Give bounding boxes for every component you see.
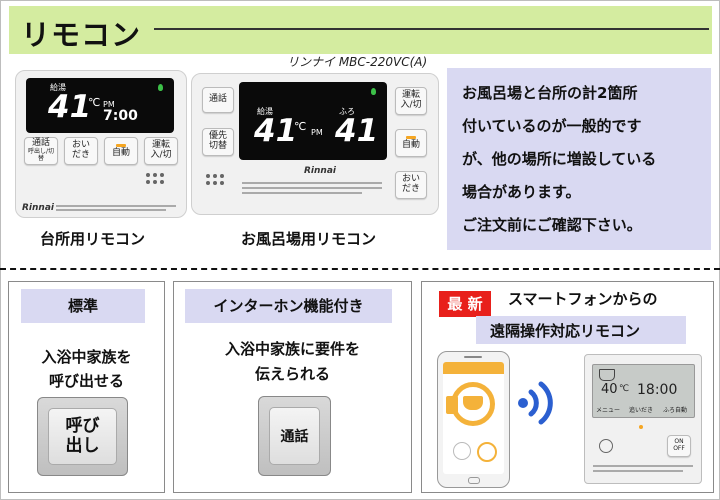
yobidashi-label-2: 出し xyxy=(65,435,100,456)
bath-oidaki-button[interactable]: おい だき xyxy=(395,171,427,199)
header-banner: リモコン xyxy=(9,6,712,54)
smart-title-2: 遠隔操作対応リモコン xyxy=(490,322,641,340)
tsuwa-label: 通話 xyxy=(280,429,309,445)
kitchen-remote-screen: 給湯 41 ℃ PM 7:00 xyxy=(26,78,174,133)
standard-chip: 標準 xyxy=(21,289,145,323)
bath-icon xyxy=(463,396,483,410)
kitchen-brand-logo: Rinnai xyxy=(22,203,54,213)
header-rule xyxy=(154,28,709,30)
kitchen-clock: 7:00 xyxy=(103,108,138,124)
fine-print xyxy=(242,187,382,189)
wr-unit: ℃ xyxy=(619,384,630,394)
speaker-icon xyxy=(599,439,613,453)
kyuto-label: 給湯 xyxy=(50,83,66,92)
bath-yusen-button[interactable]: 優先 切替 xyxy=(202,128,234,156)
fine-print xyxy=(56,205,176,207)
standard-text-1: 入浴中家族を xyxy=(41,348,132,366)
wifi-icon xyxy=(518,381,553,425)
kitchen-temp: 41 xyxy=(48,89,92,125)
app-tab-left xyxy=(446,396,458,414)
intercom-text-2: 伝えられる xyxy=(254,365,330,383)
bath-brand-logo: Rinnai xyxy=(304,166,336,176)
wifi-remote-image: 40 ℃ 18:00 メニュー 追いだき ふろ自動 ON OFF xyxy=(584,354,702,484)
kitchen-oidaki-button[interactable]: おい だき xyxy=(64,137,98,165)
wr-time: 18:00 xyxy=(637,382,678,398)
smart-title-bg xyxy=(476,316,686,344)
intercom-card: インターホン機能付き 入浴中家族に要件を 伝えられる 通話 xyxy=(173,281,412,493)
yobidashi-button-photo[interactable]: 呼び 出し xyxy=(37,397,128,476)
intercom-text-1: 入浴中家族に要件を xyxy=(224,340,360,358)
app-header xyxy=(443,362,504,374)
bath-icon xyxy=(599,369,615,381)
bath-kyuto-label: 給湯 xyxy=(257,107,273,116)
power-led xyxy=(639,425,643,429)
smart-title-1: スマートフォンからの xyxy=(508,290,658,308)
wifi-remote-screen: 40 ℃ 18:00 メニュー 追いだき ふろ自動 xyxy=(592,364,695,418)
page-title: リモコン xyxy=(21,18,142,52)
model-number: リンナイ MBC-220VC(A) xyxy=(287,55,428,69)
bath-furo-label: ふろ xyxy=(339,107,355,116)
yobidashi-label-1: 呼び xyxy=(65,415,100,436)
wr-menu-1: メニュー xyxy=(596,407,621,414)
phone-screen xyxy=(443,362,504,474)
tsuwa-button-photo[interactable]: 通話 xyxy=(258,396,331,476)
kitchen-temp-unit: ℃ xyxy=(88,96,101,109)
bath-remote-caption: お風呂場用リモコン xyxy=(241,230,377,248)
wr-onoff-button[interactable]: ON OFF xyxy=(667,435,691,457)
app-button xyxy=(477,442,497,462)
fine-print xyxy=(242,192,362,194)
newest-badge: 最 新 xyxy=(439,291,491,317)
wr-temp: 40 xyxy=(601,382,618,397)
kitchen-remote-caption: 台所用リモコン xyxy=(40,230,146,248)
phone-speaker xyxy=(464,356,482,358)
bath-remote-screen: 給湯 41 ℃ ふろ 41 PM xyxy=(239,82,387,160)
kitchen-unten-button[interactable]: 運転 入/切 xyxy=(144,137,178,165)
flame-icon xyxy=(371,88,376,95)
wr-menu-3: ふろ自動 xyxy=(663,407,688,414)
fine-print xyxy=(242,182,382,184)
bath-jido-button[interactable]: 自動 xyxy=(395,129,427,157)
section-divider xyxy=(0,268,720,270)
bath-ampm: PM xyxy=(311,128,323,137)
notice-line: お風呂場と台所の計2箇所 xyxy=(462,84,638,102)
wr-menu-2: 追いだき xyxy=(629,407,654,414)
notice-box: お風呂場と台所の計2箇所 付いているのが一般的です が、他の場所に増設している … xyxy=(447,68,711,250)
speaker-grille xyxy=(146,173,164,184)
app-button xyxy=(453,442,471,460)
flame-icon xyxy=(158,84,163,91)
kitchen-remote-image: 給湯 41 ℃ PM 7:00 通話 呼出し/切替 おい だき 自動 運転 入/… xyxy=(15,70,187,218)
fine-print xyxy=(56,209,166,211)
phone-home-button xyxy=(468,477,480,484)
bath-temp-left: 41 xyxy=(254,113,298,149)
notice-line: 付いているのが一般的です xyxy=(462,117,642,135)
notice-line: ご注文前にご確認下さい。 xyxy=(462,216,642,234)
notice-line: が、他の場所に増設している xyxy=(462,150,657,168)
bath-temp-right: 41 xyxy=(335,113,379,149)
bath-tsuwa-button[interactable]: 通話 xyxy=(202,87,234,113)
speaker-grille xyxy=(206,174,224,185)
fine-print xyxy=(593,465,693,467)
intercom-chip: インターホン機能付き xyxy=(185,289,392,323)
bath-temp-unit: ℃ xyxy=(294,120,307,133)
smartphone-image xyxy=(437,351,510,488)
notice-line: 場合があります。 xyxy=(462,183,581,201)
standard-text-2: 呼び出せる xyxy=(48,372,124,390)
bath-remote-image: 通話 優先 切替 給湯 41 ℃ ふろ 41 PM 運転 入/切 自動 おい だ… xyxy=(191,73,439,215)
fine-print xyxy=(593,470,683,472)
kitchen-ampm: PM xyxy=(103,100,115,109)
kitchen-jido-button[interactable]: 自動 xyxy=(104,137,138,165)
kitchen-tsuwa-button[interactable]: 通話 呼出し/切替 xyxy=(24,137,58,165)
standard-card: 標準 入浴中家族を 呼び出せる 呼び 出し xyxy=(8,281,165,493)
bath-unten-button[interactable]: 運転 入/切 xyxy=(395,87,427,115)
